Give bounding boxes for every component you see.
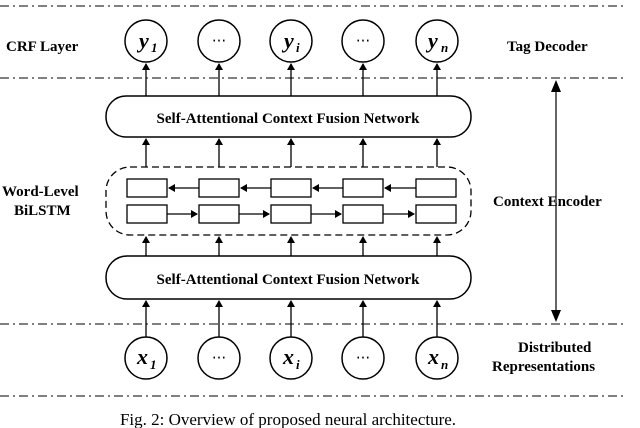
fusion-network-top-label: Self-Attentional Context Fusion Network [157,111,421,127]
lstm-cell-backward [342,178,384,198]
input-node: x n [415,336,459,380]
svg-text:i: i [296,357,300,372]
bilstm-cells [126,178,457,224]
svg-text:n: n [441,357,448,372]
svg-text:i: i [296,40,300,55]
crf-layer-label: CRF Layer [6,39,79,55]
input-node: ··· [197,336,241,380]
input-arrows [142,300,441,337]
tag-decoder-label: Tag Decoder [507,39,588,55]
output-node: ··· [341,19,385,63]
lstm-cell-backward [415,178,457,198]
svg-text:n: n [441,40,448,55]
lstm-cell-forward [198,204,240,224]
span-arrow-head-bottom [551,310,561,322]
svg-text:y: y [425,28,438,53]
svg-text:x: x [282,344,294,369]
svg-text:···: ··· [212,32,226,50]
lstm-cell-backward [126,178,168,198]
bilstm-container [105,166,472,236]
output-node: y n [415,19,459,63]
svg-text:y: y [136,28,149,53]
lstm-cell-forward [342,204,384,224]
output-node: y i [269,19,313,63]
svg-text:1: 1 [151,40,158,55]
lstm-cell-backward [270,178,312,198]
fusion-network-top [105,95,472,138]
svg-text:···: ··· [356,349,370,367]
word-level-label: Word-Level [2,184,79,200]
fusion-network-bottom-label: Self-Attentional Context Fusion Network [157,272,421,288]
svg-text:1: 1 [150,357,157,372]
span-arrow-head-top [551,80,561,92]
representations-label: Representations [492,359,595,375]
output-arrows [142,63,441,96]
input-nodes: x 1 ··· x i ··· x n [124,336,459,380]
fusion-to-bilstm-arrows [142,236,441,256]
lstm-cell-backward [198,178,240,198]
fusion-network-bottom [105,255,472,300]
output-node: ··· [197,19,241,63]
input-node: ··· [341,336,385,380]
figure-caption: Fig. 2: Overview of proposed neural arch… [120,410,456,428]
input-node: x i [269,336,313,380]
lstm-cell-forward [415,204,457,224]
lstm-cell-forward [270,204,312,224]
svg-text:x: x [427,344,439,369]
svg-text:···: ··· [212,349,226,367]
svg-text:y: y [281,28,294,53]
lstm-cell-forward [126,204,168,224]
svg-text:···: ··· [356,32,370,50]
distributed-label: Distributed [518,340,592,356]
bilstm-to-fusion-arrows [142,138,441,167]
bilstm-label: BiLSTM [14,203,71,219]
svg-text:x: x [136,344,148,369]
output-node: y 1 [124,19,168,63]
input-node: x 1 [124,336,168,380]
context-encoder-label: Context Encoder [493,194,602,210]
output-nodes: y 1 ··· y i ··· y n [124,19,459,63]
